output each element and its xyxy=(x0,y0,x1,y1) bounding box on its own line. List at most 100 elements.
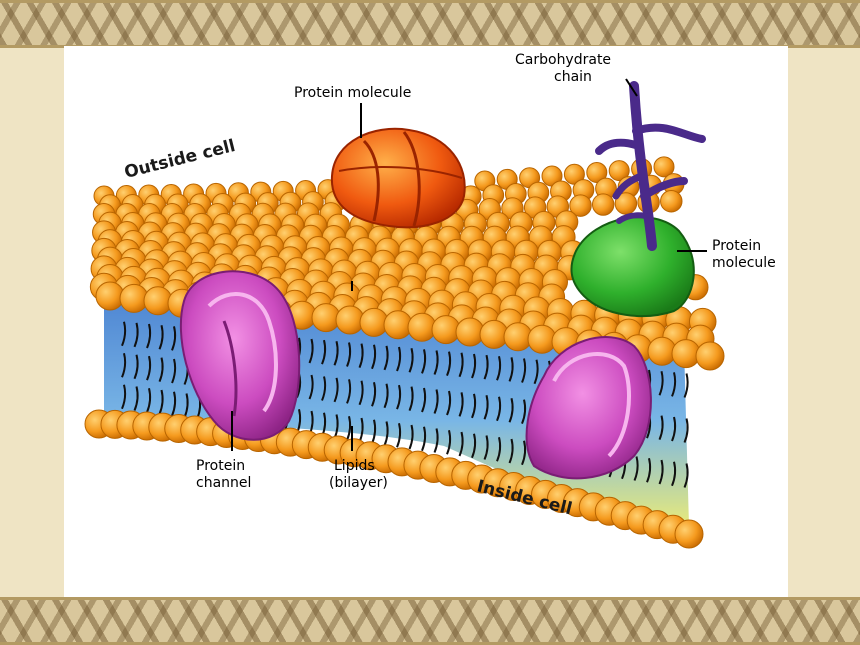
lipid-tail xyxy=(383,383,389,409)
lipid-tail xyxy=(171,358,177,384)
lipid-head xyxy=(586,161,608,183)
lipid-tail xyxy=(133,354,139,380)
lipid-head xyxy=(653,156,675,178)
lipid-tail xyxy=(121,384,127,410)
label-protein-molecule-right-line1: Protein xyxy=(712,238,761,254)
lipid-tail xyxy=(671,416,677,442)
lipid-tail xyxy=(458,392,464,417)
lipid-tail xyxy=(396,423,402,448)
lipid-tail xyxy=(471,433,477,459)
lipid-tail xyxy=(671,461,677,487)
protein-channel-right xyxy=(525,336,652,480)
lipid-tail xyxy=(521,440,527,466)
lipid-tail xyxy=(496,437,502,462)
lipid-tail xyxy=(671,372,677,397)
lipid-tail xyxy=(396,346,402,372)
lipid-tail xyxy=(433,428,439,453)
lipid-tail xyxy=(146,323,152,349)
lipid-tail xyxy=(183,393,189,418)
carbohydrate-chain xyxy=(595,81,706,251)
lipid-tail xyxy=(146,355,152,381)
lipid-tail xyxy=(371,382,377,407)
lipid-tail xyxy=(658,415,664,440)
lipid-tail xyxy=(508,397,514,423)
label-carbohydrate-chain-line2: chain xyxy=(554,69,592,85)
lipid-tail xyxy=(358,380,364,406)
lipid-tail xyxy=(683,373,689,398)
lipid-tail xyxy=(446,390,452,416)
protein-molecule-green xyxy=(570,216,695,317)
lipid-tail xyxy=(683,418,689,443)
lipid-tail xyxy=(333,341,339,366)
lipid-tail xyxy=(658,459,664,485)
label-protein-channel-line1: Protein xyxy=(196,458,245,474)
lipid-tail xyxy=(471,393,477,419)
lipid-tail xyxy=(508,438,514,464)
lipid-tail xyxy=(471,353,477,379)
lipid-tail xyxy=(408,347,414,373)
label-carbohydrate-chain-line1: Carbohydrate xyxy=(515,52,611,68)
label-outside-cell: Outside cell xyxy=(122,136,237,183)
lipid-tail xyxy=(121,353,127,378)
lipid-tail xyxy=(458,352,464,378)
lipid-tail xyxy=(433,350,439,375)
label-lipids-line1: Lipids xyxy=(334,458,375,474)
decorative-border-top xyxy=(0,0,860,48)
lipid-tail xyxy=(658,370,664,396)
lipid-tail xyxy=(346,379,352,404)
lipid-tail xyxy=(333,377,339,403)
lipid-tail xyxy=(533,359,539,385)
lipid-head xyxy=(695,341,725,371)
lipid-tail xyxy=(121,321,127,347)
lipid-tail xyxy=(646,458,652,483)
lipid-tail xyxy=(508,357,514,382)
label-protein-molecule-right-line2: molecule xyxy=(712,255,776,271)
lipid-tail xyxy=(446,351,452,377)
lipid-tail xyxy=(633,456,639,481)
lipid-tail xyxy=(483,435,489,460)
lipid-head xyxy=(674,519,704,549)
lipid-tail xyxy=(321,339,327,365)
lipid-tail xyxy=(446,430,452,455)
lipid-tail xyxy=(396,384,402,410)
lipid-tail xyxy=(421,349,427,374)
lipid-tail xyxy=(358,343,364,368)
protein-channel xyxy=(179,270,301,441)
lipid-tail xyxy=(421,426,427,452)
protein-molecule-orange xyxy=(330,127,466,229)
lipid-tail xyxy=(483,395,489,420)
lipid-tail xyxy=(346,342,352,367)
cell-membrane-diagram: Protein molecule Carbohydrate chain Outs… xyxy=(84,52,776,549)
label-protein-channel-line2: channel xyxy=(196,475,251,491)
label-lipids-line2: (bilayer) xyxy=(329,475,388,491)
lipid-tail xyxy=(158,357,164,382)
lipid-head xyxy=(608,160,630,182)
lipid-tail xyxy=(308,338,314,364)
lipid-tail xyxy=(496,396,502,422)
lipid-tail xyxy=(408,424,414,450)
lipid-heads-outer-layer xyxy=(89,156,725,371)
lipid-tail xyxy=(458,431,464,457)
label-leader-lines xyxy=(231,78,707,451)
lipid-tail xyxy=(171,391,177,417)
lipid-tail xyxy=(521,358,527,383)
decorative-border-bottom xyxy=(0,597,860,645)
label-protein-molecule-top: Protein molecule xyxy=(294,85,411,101)
lipid-tail xyxy=(308,374,314,400)
lipid-tail xyxy=(521,399,527,425)
lipid-tail xyxy=(171,326,177,351)
lipid-heads-inner-layer xyxy=(84,409,704,549)
diagram-canvas: Protein molecule Carbohydrate chain Outs… xyxy=(64,46,788,597)
lipid-tail xyxy=(383,421,389,446)
lipid-tail xyxy=(496,356,502,381)
lipid-tail xyxy=(133,386,139,411)
lipid-tail xyxy=(483,354,489,380)
lipid-head xyxy=(660,190,683,213)
lipid-tail xyxy=(158,389,164,415)
lipid-tail xyxy=(371,344,377,370)
lipid-tail xyxy=(321,376,327,401)
lipid-tail xyxy=(408,386,414,411)
lipid-tail xyxy=(421,387,427,413)
lipid-tail xyxy=(383,345,389,371)
lipid-tail xyxy=(146,388,152,413)
